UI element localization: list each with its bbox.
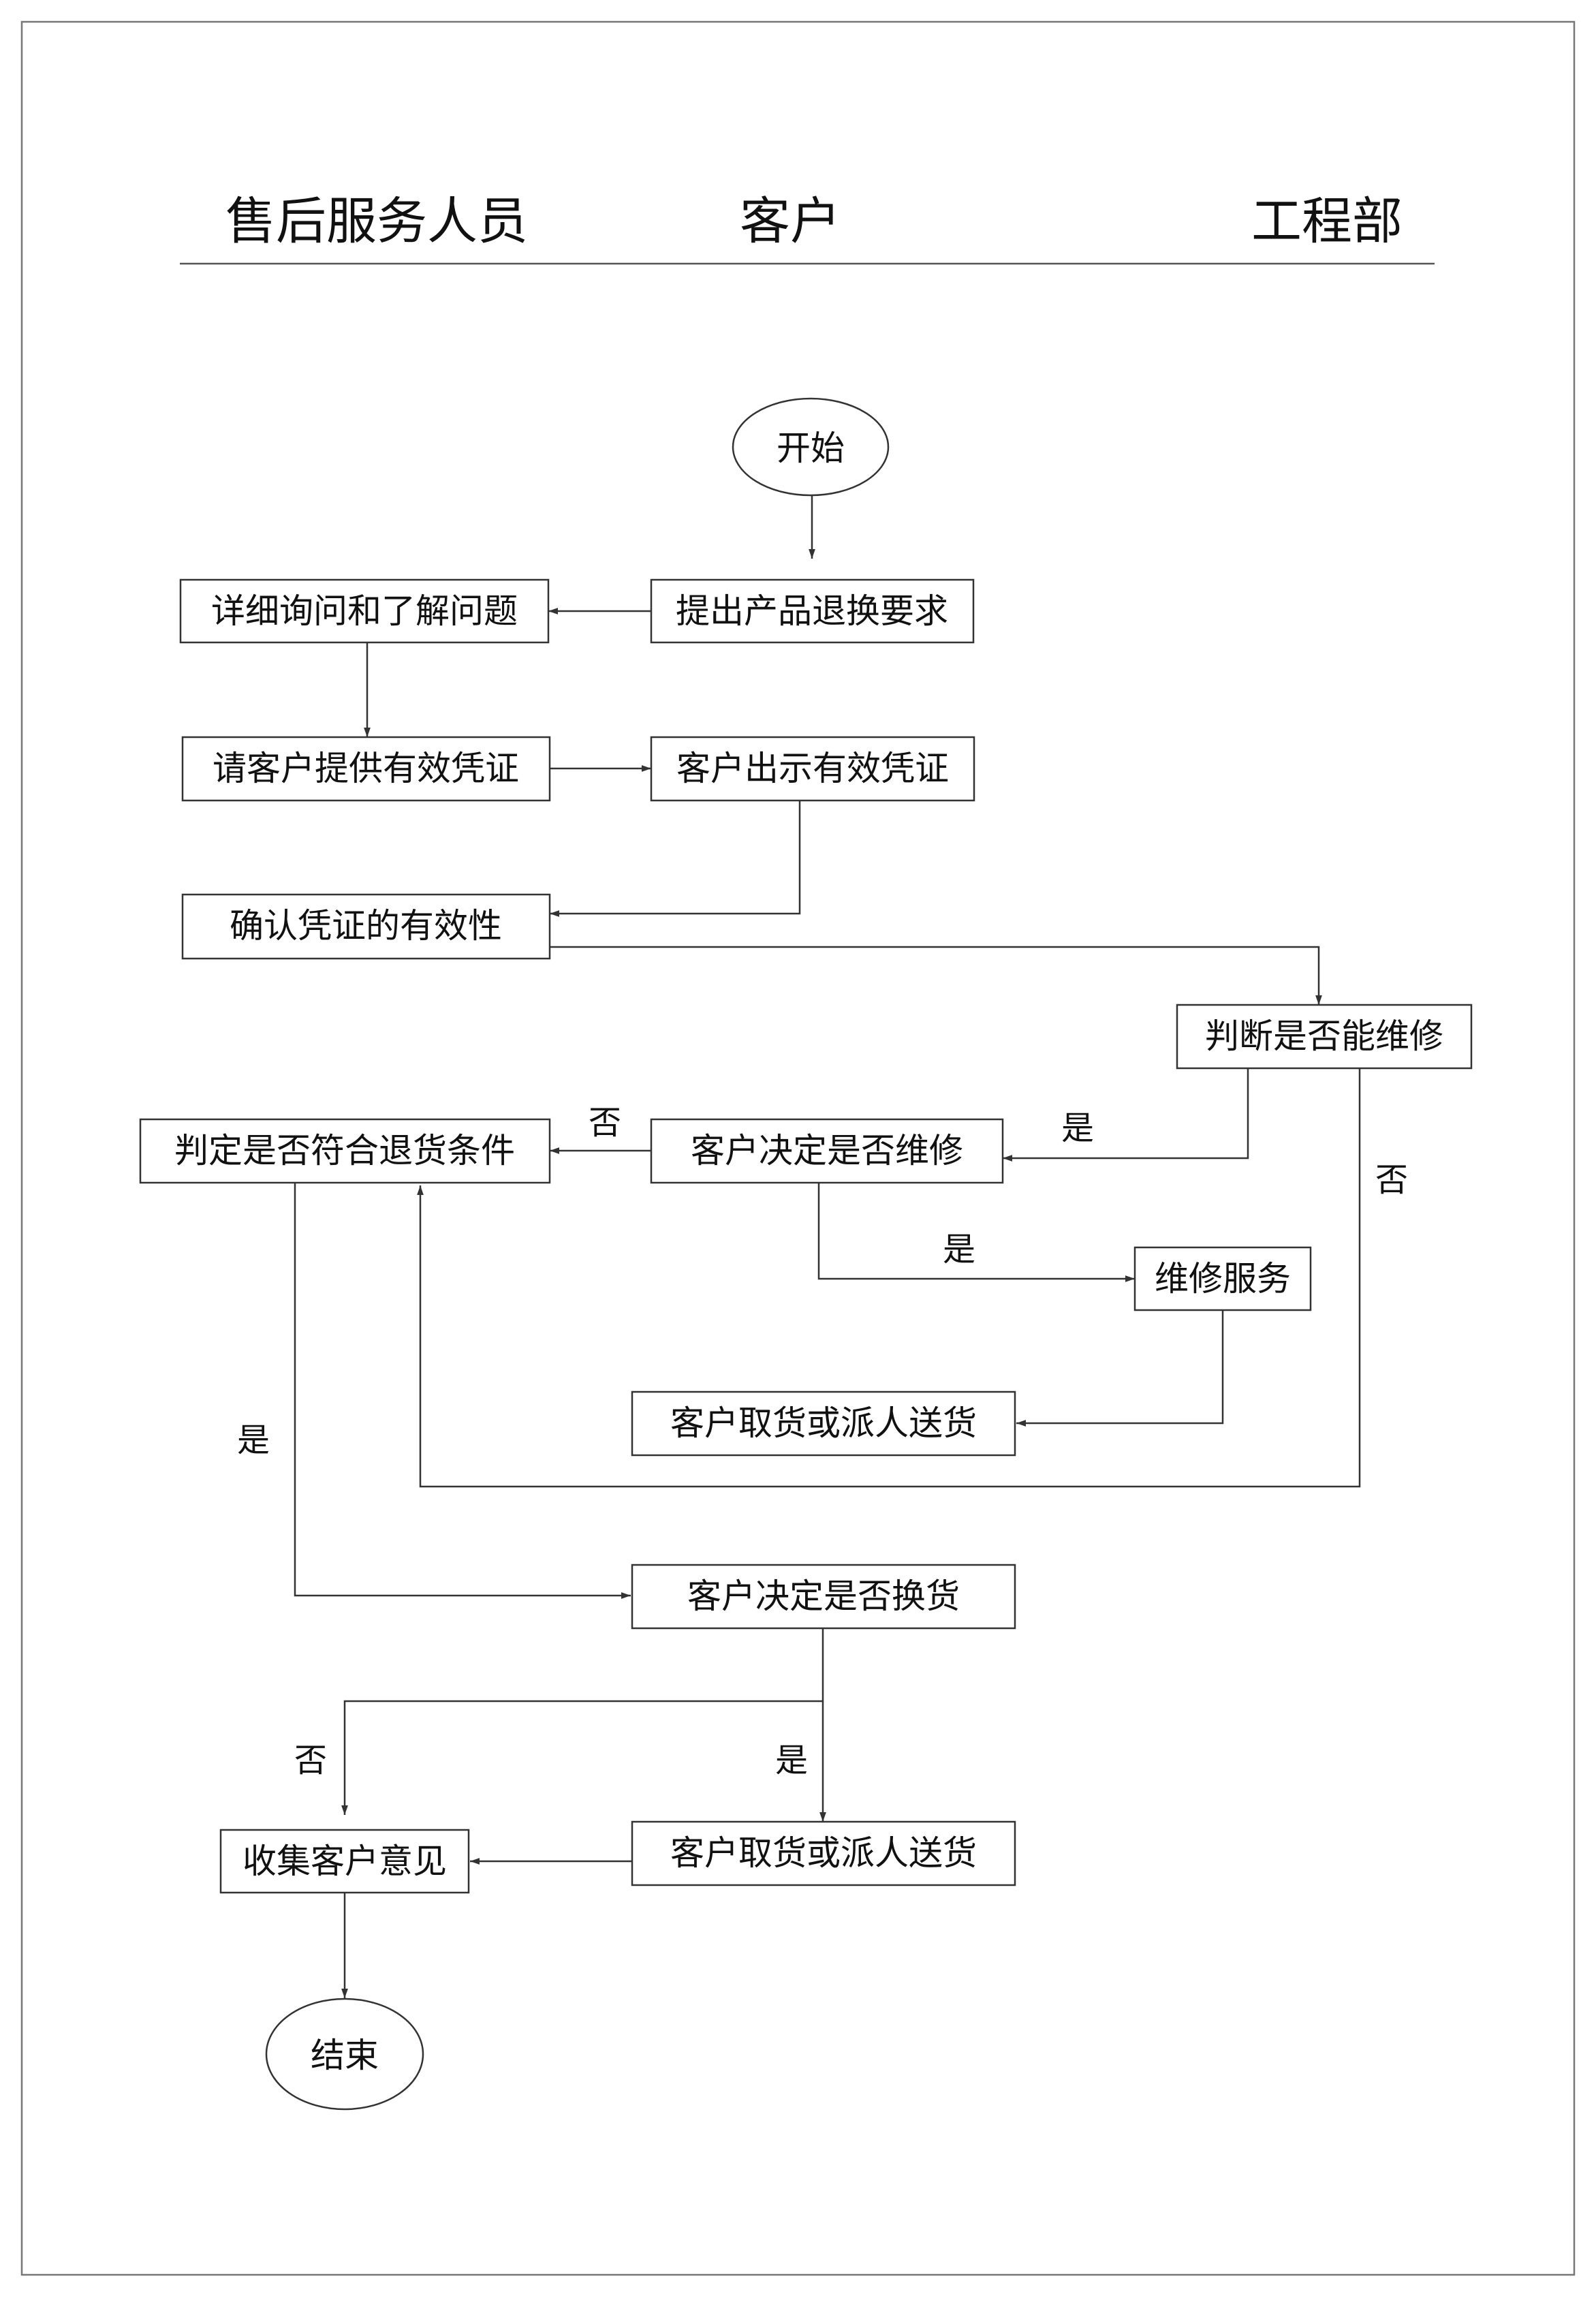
node-meets-return-label: 判定是否符合退货条件 (174, 1131, 515, 1170)
node-decide-exchange: 客户决定是否换货 (631, 1564, 1016, 1630)
node-confirm-voucher: 确认凭证的有效性 (181, 893, 551, 960)
node-can-repair: 判断是否能维修 (1176, 1004, 1473, 1070)
node-show-voucher: 客户出示有效凭证 (650, 736, 975, 802)
node-pickup-1-label: 客户取货或派人送货 (670, 1403, 977, 1443)
node-request-return: 提出产品退换要求 (650, 578, 975, 644)
edge-meets-return-yes (294, 1183, 631, 1599)
edge-confirm-to-can-repair (550, 946, 1322, 1005)
edge-exchange-no (341, 1628, 824, 1815)
node-show-voucher-label: 客户出示有效凭证 (676, 749, 949, 788)
label-decide-repair-yes: 是 (943, 1230, 975, 1269)
lane-title-customer: 客户 (740, 192, 841, 251)
node-collect-feedback-label: 收集客户意见 (242, 1841, 447, 1881)
node-repair-service-label: 维修服务 (1155, 1259, 1291, 1299)
node-request-voucher: 请客户提供有效凭证 (181, 736, 551, 802)
label-can-repair-yes: 是 (1061, 1109, 1094, 1147)
node-start: 开始 (732, 397, 890, 497)
edge-decide-repair-yes (817, 1183, 1135, 1282)
page-border (20, 20, 1576, 2276)
node-ask-details-label: 详细询问和了解问题 (211, 591, 518, 631)
node-request-voucher-label: 请客户提供有效凭证 (213, 749, 519, 788)
node-collect-feedback: 收集客户意见 (219, 1829, 470, 1894)
node-pickup-2-label: 客户取货或派人送货 (670, 1833, 977, 1873)
node-decide-repair: 客户决定是否维修 (650, 1118, 1004, 1184)
lane-title-engineering: 工程部 (1251, 192, 1403, 251)
node-pickup-2: 客户取货或派人送货 (631, 1820, 1016, 1886)
lane-title-after-sales: 售后服务人员 (225, 192, 528, 251)
node-ask-details: 详细询问和了解问题 (179, 578, 550, 644)
node-decide-exchange-label: 客户决定是否换货 (687, 1576, 960, 1616)
label-decide-repair-no: 否 (589, 1104, 621, 1142)
edge-service-to-pickup (1016, 1310, 1224, 1427)
label-exchange-yes: 是 (775, 1741, 808, 1780)
node-end-label: 结束 (311, 2036, 379, 2075)
node-end: 结束 (265, 1998, 424, 2111)
node-decide-repair-label: 客户决定是否维修 (691, 1131, 963, 1170)
node-meets-return: 判定是否符合退货条件 (139, 1118, 551, 1184)
node-start-label: 开始 (777, 429, 845, 468)
node-repair-service: 维修服务 (1133, 1246, 1312, 1311)
label-exchange-no: 否 (294, 1741, 327, 1780)
edge-can-repair-no (417, 1068, 1361, 1488)
edge-can-repair-yes (1003, 1068, 1249, 1162)
node-request-return-label: 提出产品退换要求 (676, 591, 948, 631)
node-can-repair-label: 判断是否能维修 (1205, 1016, 1443, 1056)
node-confirm-voucher-label: 确认凭证的有效性 (230, 906, 502, 946)
node-pickup-1: 客户取货或派人送货 (631, 1390, 1016, 1457)
label-can-repair-no: 否 (1375, 1161, 1408, 1199)
label-meets-return-yes: 是 (237, 1421, 270, 1459)
edge-show-to-confirm (550, 801, 801, 917)
